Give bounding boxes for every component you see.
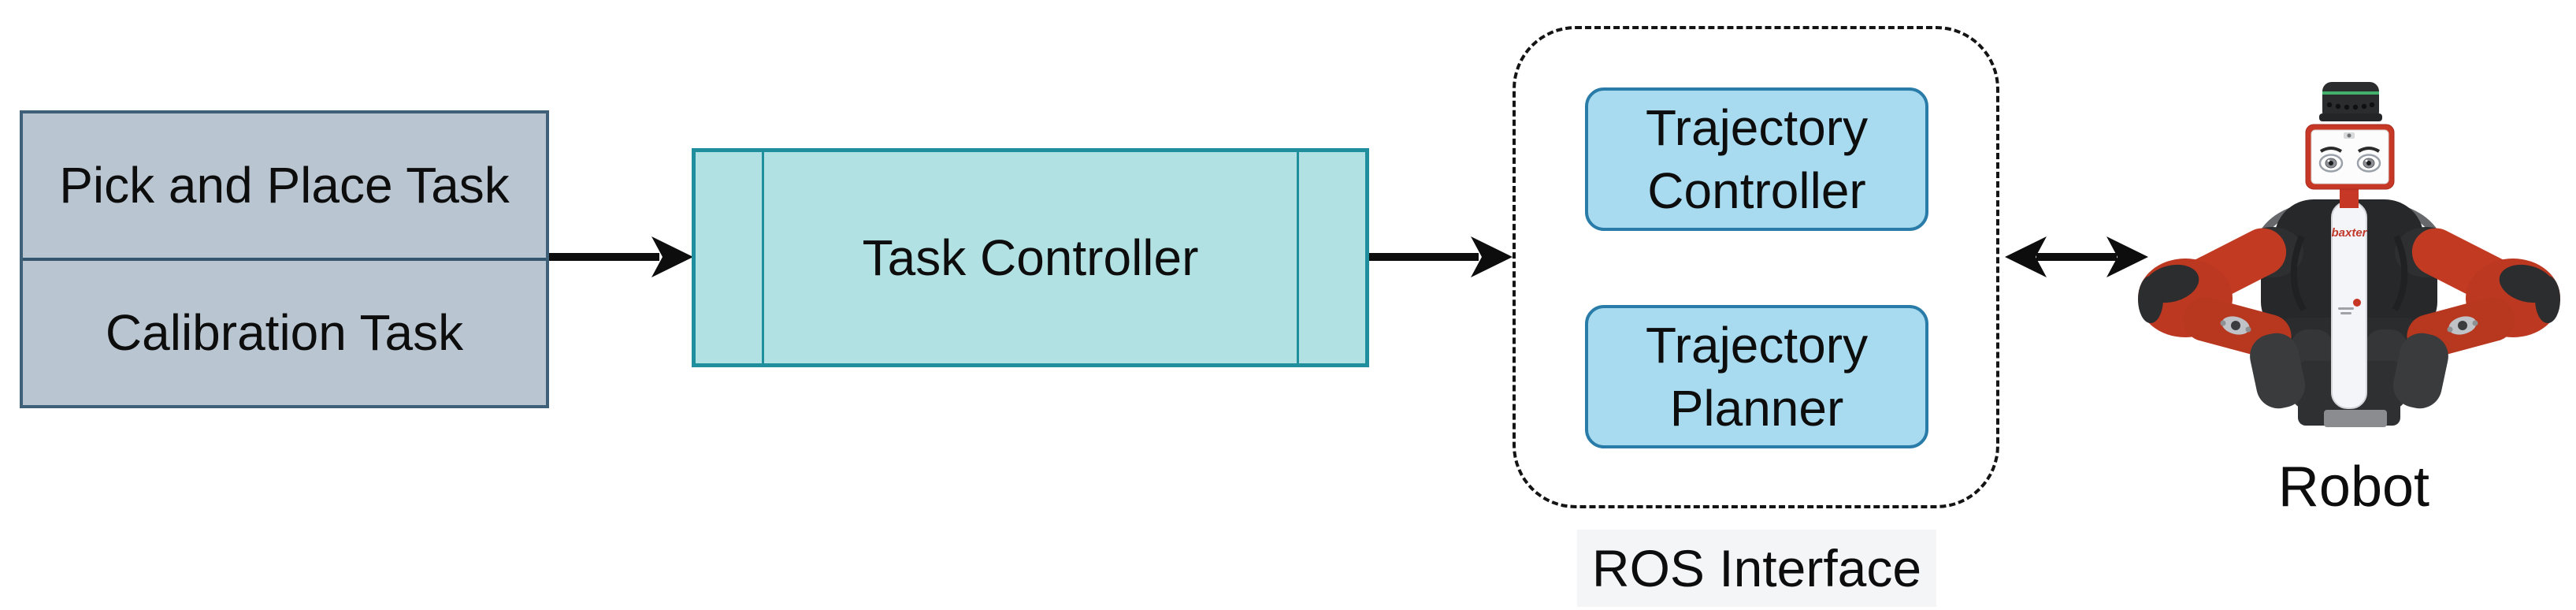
- trajectory-controller-label: Trajectory Controller: [1645, 99, 1869, 219]
- task-controller-label: Task Controller: [862, 229, 1199, 286]
- task-item-pick-and-place: Pick and Place Task: [23, 113, 546, 261]
- trajectory-planner-label: Trajectory Planner: [1645, 317, 1869, 437]
- robot-label: Robot: [2277, 456, 2430, 519]
- robot-image: baxter: [2138, 82, 2560, 427]
- robot-brand-label: baxter: [2331, 226, 2367, 240]
- task-item-calibration-label: Calibration Task: [105, 304, 464, 362]
- robot-neck: [2340, 188, 2359, 208]
- robot-left-eye: [2318, 154, 2344, 173]
- task-controller-box: Task Controller: [692, 148, 1369, 367]
- task-item-calibration: Calibration Task: [23, 261, 546, 405]
- trajectory-controller-node: Trajectory Controller: [1585, 87, 1928, 231]
- robot-head-crown: [2319, 82, 2382, 121]
- arrow-right-icon: [1369, 236, 1513, 277]
- task-controller-right-divider: [1297, 152, 1299, 363]
- robot-left-arm: [2138, 227, 2307, 409]
- robot-right-eyebrow: [2357, 147, 2381, 153]
- task-controller-left-divider: [762, 152, 764, 363]
- robot-chest-stripe: baxter: [2331, 201, 2368, 409]
- rethink-logo-icon: [2353, 299, 2361, 307]
- robot-face: [2305, 124, 2395, 190]
- task-list-box: Pick and Place Task Calibration Task: [20, 110, 549, 408]
- robot-left-eyebrow: [2319, 147, 2343, 153]
- robot-right-arm: [2392, 227, 2560, 409]
- ros-interface-container: [1513, 26, 1999, 508]
- ros-interface-title: ROS Interface: [1577, 530, 1936, 607]
- arrow-right-icon: [549, 236, 693, 277]
- task-item-pick-and-place-label: Pick and Place Task: [59, 157, 510, 214]
- robot-green-ring: [2322, 91, 2379, 95]
- robot-right-eye: [2356, 154, 2381, 173]
- double-arrow-icon: [2005, 236, 2148, 277]
- trajectory-planner-node: Trajectory Planner: [1585, 305, 1928, 448]
